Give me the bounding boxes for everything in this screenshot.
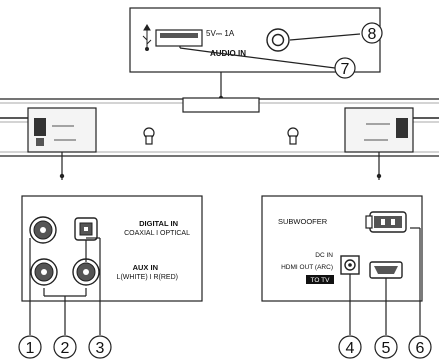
coaxial-jack-icon [29,216,57,244]
subwoofer-label: SUBWOOFER [278,217,328,226]
callout-4: 4 [338,335,362,359]
aux-in-label: AUX IN [133,263,158,272]
right-connector-panel: SUBWOOFER DC IN HDMI OUT (ARC) TO TV [261,195,423,302]
dc-in-label: DC IN [315,252,333,259]
usb-icon [142,24,152,51]
digital-in-label: DIGITAL IN [139,219,178,228]
aux-channels-label: L(WHITE) I R(RED) [117,274,178,281]
hdmi-out-label: HDMI OUT (ARC) [281,264,333,271]
callout-1-number: 1 [26,340,35,357]
keyhole-icon [143,127,155,145]
callout-2-number: 2 [61,340,70,357]
optical-port-icon [74,217,98,241]
callout-2: 2 [53,335,77,359]
callout-6-number: 6 [416,340,425,357]
coaxial-optical-label: COAXIAL I OPTICAL [124,230,190,237]
keyhole-icon [287,127,299,145]
callout-3: 3 [88,335,112,359]
callout-5: 5 [374,335,398,359]
aux-jack-icon [30,258,58,286]
audio-in-jack-icon [266,28,290,52]
callout-3-number: 3 [96,340,105,357]
callout-7-number: 7 [341,61,350,78]
callout-5-number: 5 [382,340,391,357]
hdmi-port-icon [369,261,403,279]
callout-6: 6 [408,335,432,359]
usb-port [155,29,203,47]
callout-7: 7 [334,57,356,79]
to-tv-label: TO TV [311,277,331,284]
dc-in-jack-icon [340,255,360,275]
callout-8-number: 8 [368,26,377,43]
soundbar-body [0,97,439,157]
subwoofer-port-icon [365,211,407,233]
left-connector-panel: DIGITAL IN COAXIAL I OPTICAL AUX IN L(WH… [21,195,203,302]
top-connector-panel: 5V⎓ 1A AUDIO IN [129,7,381,73]
callout-8: 8 [361,22,383,44]
callout-4-number: 4 [346,340,355,357]
callout-1: 1 [18,335,42,359]
aux-jack-icon [72,258,100,286]
audio-in-label: AUDIO IN [210,49,246,58]
usb-rating-label: 5V⎓ 1A [206,29,235,38]
